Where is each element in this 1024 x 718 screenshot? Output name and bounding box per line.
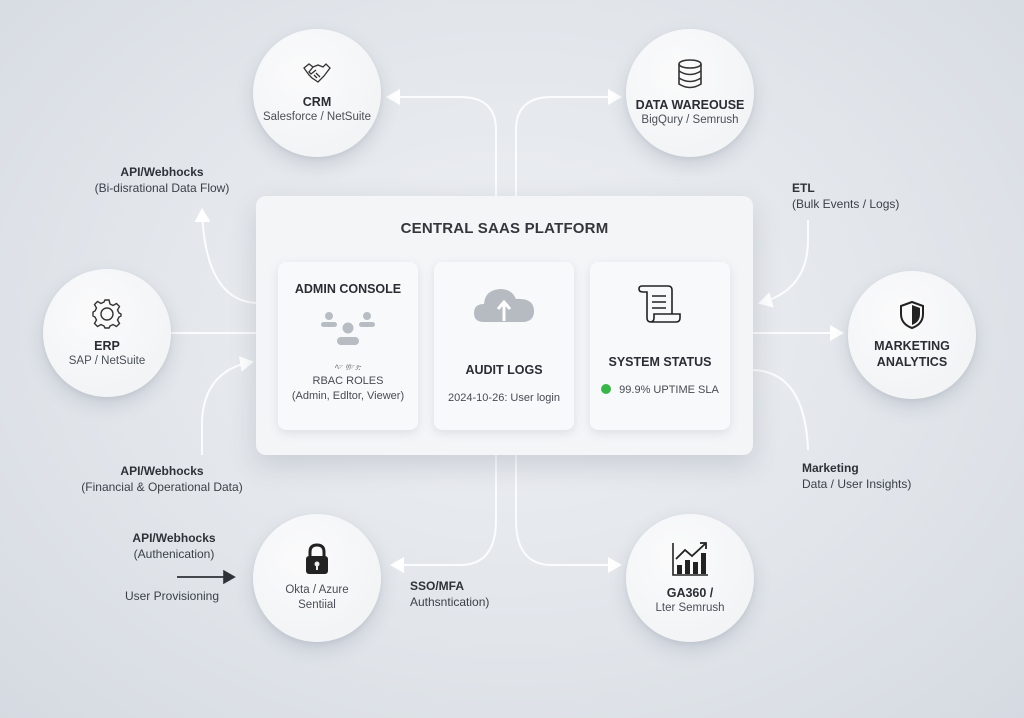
gear-icon xyxy=(92,298,122,329)
bidir-head: API/Webhocks xyxy=(120,165,204,179)
database-icon xyxy=(678,58,702,88)
ga-connector xyxy=(515,455,622,573)
admin-glyphs: ላ፦ ፴፦ዽ xyxy=(334,362,362,371)
bar-chart-icon xyxy=(672,541,708,576)
ga360-node[interactable]: GA360 / Lter Semrush xyxy=(626,514,754,642)
auth-sub: (Authenication) xyxy=(133,547,215,561)
etl-label: ETL (Bulk Events / Logs) xyxy=(792,180,899,212)
status-title: SYSTEM STATUS xyxy=(608,355,712,369)
etl-connector xyxy=(758,220,809,308)
warehouse-connector xyxy=(515,89,622,196)
sso-head: SSO/MFA xyxy=(410,579,465,593)
ga-title: GA360 / xyxy=(666,585,714,600)
financial-head: API/Webhocks xyxy=(120,464,204,478)
bidir-label: API/Webhocks (Bi-disrational Data Flow) xyxy=(62,164,262,196)
rbac-roles: (Admin, Edltor, Viewer) xyxy=(291,390,405,402)
marketing-title-1: MARKETING xyxy=(874,339,950,353)
sso-connector xyxy=(390,455,497,573)
financial-sub: (Financial & Operational Data) xyxy=(81,480,243,494)
marketing-analytics-node[interactable]: MARKETING ANALYTICS xyxy=(848,271,976,399)
status-indicator-dot xyxy=(601,384,612,394)
document-scroll-icon xyxy=(638,285,681,323)
admin-console-card[interactable]: ADMIN CONSOLE ላ፦ ፴፦ዽ RBAC ROLES (Admin, … xyxy=(278,262,418,430)
lock-icon xyxy=(306,543,328,574)
warehouse-title: DATA WAREOUSE xyxy=(635,97,745,112)
erp-title: ERP xyxy=(94,338,120,353)
ga-subtitle: Lter Semrush xyxy=(655,601,725,614)
erp-node[interactable]: ERP SAP / NetSuite xyxy=(43,269,171,397)
marketing-data-connector xyxy=(752,369,809,451)
users-icon xyxy=(321,312,375,345)
etl-head: ETL xyxy=(792,181,815,195)
handshake-icon xyxy=(303,62,331,83)
bidir-sub: (Bi-disrational Data Flow) xyxy=(94,181,230,195)
identity-node[interactable]: Okta / Azure Sentiial xyxy=(253,514,381,642)
warehouse-subtitle: BigQury / Semrush xyxy=(641,113,739,126)
platform-title: CENTRAL SAAS PLATFORM xyxy=(400,220,609,237)
shield-icon xyxy=(900,300,924,330)
auth-head: API/Webhocks xyxy=(132,531,216,545)
crm-connector xyxy=(386,89,497,196)
uptime-text: 99.9% UPTIME SLA xyxy=(619,384,719,396)
provisioning-label: User Provisioning xyxy=(124,589,220,603)
auth-label: API/Webhocks (Authenication) xyxy=(104,530,244,562)
crm-title: CRM xyxy=(302,94,332,109)
central-platform-panel: CENTRAL SAAS PLATFORM ADMIN CONSOLE ላ፦ ፴… xyxy=(256,196,753,455)
etl-sub: (Bulk Events / Logs) xyxy=(792,197,900,211)
sso-sub: Authsntication) xyxy=(410,595,490,609)
erp-subtitle: SAP / NetSuite xyxy=(68,354,146,367)
identity-line2: Sentiial xyxy=(298,599,336,611)
marketing-data-sub: Data / User Insights) xyxy=(802,477,912,491)
sso-label: SSO/MFA Authsntication) xyxy=(410,578,489,610)
admin-title: ADMIN CONSOLE xyxy=(294,282,402,296)
marketing-data-head: Marketing xyxy=(802,461,859,475)
financial-label: API/Webhocks (Financial & Operational Dat… xyxy=(52,463,272,495)
audit-logs-card[interactable]: AUDIT LOGS 2024-10-26: User login xyxy=(434,262,574,430)
cloud-upload-icon xyxy=(474,289,534,322)
crm-subtitle: Salesforce / NetSuite xyxy=(262,110,372,123)
marketing-title-2: ANALYTICS xyxy=(876,355,948,369)
audit-title: AUDIT LOGS xyxy=(465,363,543,377)
uptime-row: 99.9% UPTIME SLA xyxy=(590,383,730,398)
bidir-connector xyxy=(194,208,257,304)
crm-node[interactable]: CRM Salesforce / NetSuite xyxy=(253,29,381,157)
audit-entry: 2024-10-26: User login xyxy=(448,392,560,404)
system-status-card[interactable]: SYSTEM STATUS 99.9% UPTIME SLA xyxy=(590,262,730,430)
financial-connector xyxy=(201,356,254,455)
data-warehouse-node[interactable]: DATA WAREOUSE BigQury / Semrush xyxy=(626,29,754,157)
rbac-caption: RBAC ROLES xyxy=(312,375,384,387)
identity-line1: Okta / Azure xyxy=(285,584,349,596)
